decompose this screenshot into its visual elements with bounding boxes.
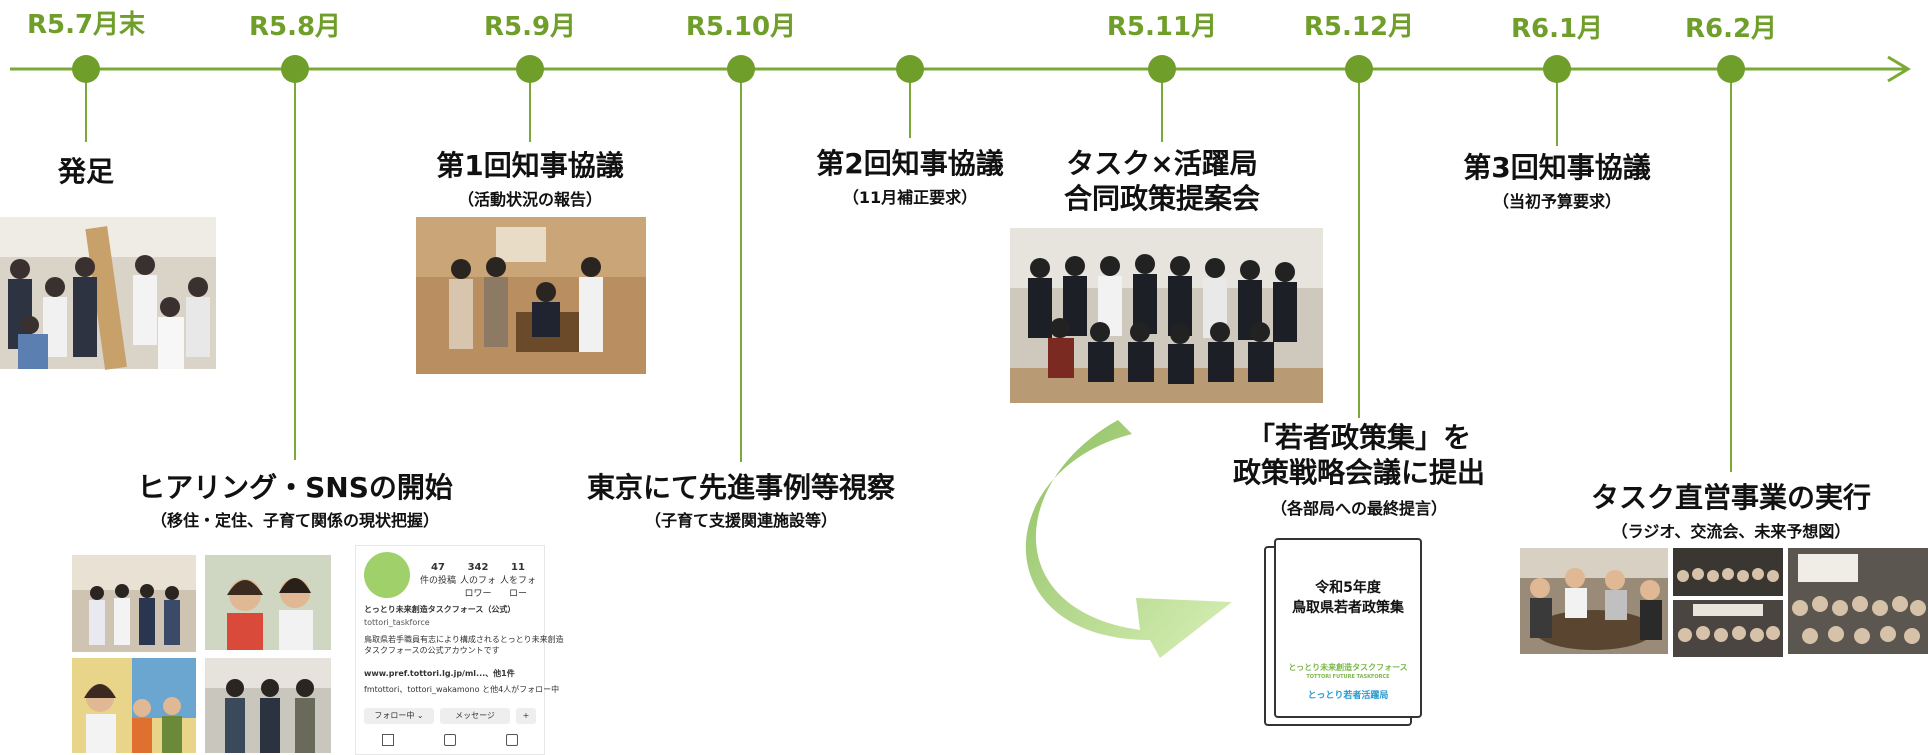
event-subtitle-4: （11月補正要求） [842, 188, 978, 207]
date-label-2: R5.9月 [483, 12, 577, 42]
ig-link: www.pref.tottori.lg.jp/ml...、他1件 [364, 669, 515, 678]
date-label-3: R5.10月 [685, 12, 797, 42]
timeline-dot-2 [516, 55, 544, 83]
timeline-dot-3 [727, 55, 755, 83]
follow-button[interactable]: フォロー中 ⌄ [364, 708, 434, 724]
timeline-dot-4 [896, 55, 924, 83]
photo-project-2 [1673, 548, 1783, 596]
event-subtitle-2: （活動状況の報告） [457, 190, 603, 209]
event-title-6: 「若者政策集」を 政策戦略会議に提出 [1232, 421, 1486, 489]
grid-tab-icon[interactable] [382, 734, 394, 746]
timeline-dot-7 [1543, 55, 1571, 83]
photo-meeting-1 [416, 217, 646, 374]
document-front-page: 令和5年度 鳥取県若者政策集 とっとり未来創造タスクフォース TOTTORI F… [1274, 538, 1422, 718]
photo-project-1 [1520, 548, 1668, 654]
event-subtitle-6: （各部局への最終提言） [1270, 499, 1448, 518]
date-label-0: R5.7月末 [26, 10, 146, 40]
reels-tab-icon[interactable] [444, 734, 456, 746]
timeline-dot-8 [1717, 55, 1745, 83]
photo-launch [0, 217, 216, 370]
timeline-dot-0 [72, 55, 100, 83]
date-label-5: R5.11月 [1106, 12, 1218, 42]
date-label-7: R6.1月 [1510, 14, 1604, 44]
document-org-1: とっとり未来創造タスクフォース [1288, 663, 1408, 672]
event-subtitle-3: （子育て支援関連施設等） [644, 511, 838, 530]
document-title: 令和5年度 鳥取県若者政策集 [1292, 580, 1404, 617]
timeline-dot-1 [281, 55, 309, 83]
document-org-3: とっとり若者活躍局 [1307, 691, 1389, 701]
event-title-2: 第1回知事協議 [436, 149, 624, 182]
event-title-8: タスク直営事業の実行 [1590, 481, 1872, 514]
timeline-arrowhead [1887, 55, 1911, 83]
tagged-tab-icon[interactable] [506, 734, 518, 746]
date-label-8: R6.2月 [1684, 14, 1778, 44]
message-button[interactable]: メッセージ [440, 708, 510, 724]
event-subtitle-7: （当初予算要求） [1492, 192, 1622, 211]
event-title-7: 第3回知事協議 [1463, 151, 1651, 184]
event-subtitle-1: （移住・定住、子育て関係の現状把握） [150, 511, 440, 530]
document-org-2: TOTTORI FUTURE TASKFORCE [1306, 674, 1390, 680]
add-person-button[interactable]: + [516, 708, 536, 724]
event-title-5: タスク×活躍局 合同政策提案会 [1063, 147, 1261, 215]
photo-hearing-1 [72, 555, 196, 652]
event-title-0: 発足 [57, 155, 115, 188]
ig-handle: tottori_taskforce [364, 618, 430, 627]
photo-project-4 [1788, 548, 1928, 654]
date-label-1: R5.8月 [248, 12, 342, 42]
event-title-1: ヒアリング・SNSの開始 [137, 471, 453, 504]
photo-hearing-3 [72, 658, 196, 753]
ig-bio-line-2: タスクフォースの公式アカウントです [364, 646, 500, 655]
event-title-4: 第2回知事協議 [816, 147, 1004, 180]
ig-bio-line-1: 鳥取県若手職員有志により構成されるとっとり未来創造 [364, 635, 564, 644]
timeline-dot-5 [1148, 55, 1176, 83]
event-subtitle-8: （ラジオ、交流会、未来予想図） [1611, 522, 1851, 541]
event-title-3: 東京にて先進事例等視察 [586, 471, 896, 504]
date-label-6: R5.12月 [1303, 12, 1415, 42]
avatar [364, 552, 410, 598]
timeline-dot-6 [1345, 55, 1373, 83]
photo-hearing-2 [205, 555, 331, 650]
ig-followed-by: fmtottori、tottori_wakamono と他4人がフォロー中 [364, 685, 560, 694]
photo-hearing-4 [205, 658, 331, 753]
photo-project-3 [1673, 600, 1783, 657]
ig-name: とっとり未来創造タスクフォース（公式） [364, 605, 516, 614]
policy-document: 令和5年度 鳥取県若者政策集 とっとり未来創造タスクフォース TOTTORI F… [1264, 538, 1424, 726]
curved-arrow [1025, 420, 1232, 658]
photo-joint-proposal [1010, 228, 1323, 403]
